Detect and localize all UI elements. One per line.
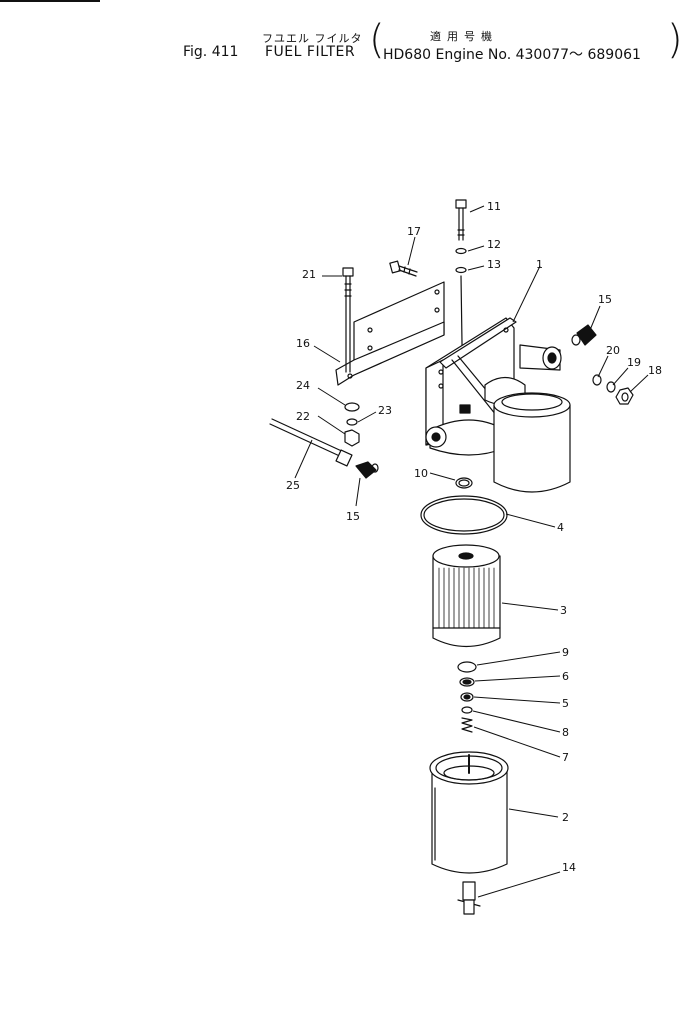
callout-22: 22: [296, 410, 310, 423]
washer-19: [606, 381, 616, 393]
callout-25: 25: [286, 479, 300, 492]
filter-head: [425, 317, 562, 456]
engine-applicability: HD680 Engine No. 430077～ 689061: [383, 47, 641, 63]
callout-13: 13: [487, 258, 501, 271]
callout-18: 18: [648, 364, 662, 377]
washer-20: [592, 374, 602, 386]
drain-plug-14: [457, 881, 481, 915]
open-parenthesis: (: [369, 17, 385, 63]
callout-15-lower: 15: [346, 510, 360, 523]
japanese-title: フユエル フイルタ: [262, 32, 363, 45]
callout-23: 23: [378, 404, 392, 417]
callout-11: 11: [487, 200, 501, 213]
ring-8: [461, 706, 473, 714]
callout-2: 2: [562, 811, 569, 824]
callout-16: 16: [296, 337, 310, 350]
bolt-21: [342, 267, 354, 373]
callout-12: 12: [487, 238, 501, 251]
japanese-applicability-label: 適用号機: [430, 30, 498, 43]
callout-24: 24: [296, 379, 310, 392]
callout-14: 14: [562, 861, 576, 874]
bolt-17: [389, 260, 418, 277]
filter-element-3: [432, 544, 501, 647]
callout-8: 8: [562, 726, 569, 739]
close-parenthesis: ): [667, 20, 679, 60]
callout-5: 5: [562, 697, 569, 710]
washer-24: [344, 402, 360, 412]
pipe-25: [269, 418, 353, 467]
washer-13: [455, 266, 467, 274]
figure-number: Fig. 411: [183, 44, 239, 60]
figure-title: FUEL FILTER: [265, 44, 356, 60]
ring-9: [457, 661, 477, 673]
spring-7: [461, 717, 473, 733]
corner-rule: [0, 0, 100, 2]
callout-7: 7: [562, 751, 569, 764]
callout-19: 19: [627, 356, 641, 369]
elbow-fitting-15-upper: [571, 324, 597, 346]
filter-case-2: [429, 751, 509, 874]
o-ring-10: [455, 477, 473, 489]
callout-numbers: 1 2 3 4 5 6 7 8 9 10 11 12 13 14 15 15 1…: [286, 200, 662, 874]
callout-3: 3: [560, 604, 567, 617]
elbow-fitting-15-lower: [355, 461, 379, 479]
washer-12: [455, 247, 467, 255]
washer-23: [346, 418, 358, 426]
mounting-bracket: [335, 281, 445, 386]
bolt-11: [455, 199, 467, 411]
nut-18: [615, 387, 634, 405]
callout-9: 9: [562, 646, 569, 659]
callout-20: 20: [606, 344, 620, 357]
callout-17: 17: [407, 225, 421, 238]
gasket-4: [420, 495, 508, 535]
callout-15-upper: 15: [598, 293, 612, 306]
nut-22: [344, 429, 360, 447]
callout-6: 6: [562, 670, 569, 683]
assembled-filter-case: [493, 392, 571, 493]
ring-6: [459, 677, 475, 687]
leader-lines: [294, 205, 649, 898]
callout-1: 1: [536, 258, 543, 271]
callout-21: 21: [302, 268, 316, 281]
ring-5: [460, 692, 474, 702]
callout-10: 10: [414, 467, 428, 480]
callout-4: 4: [557, 521, 564, 534]
